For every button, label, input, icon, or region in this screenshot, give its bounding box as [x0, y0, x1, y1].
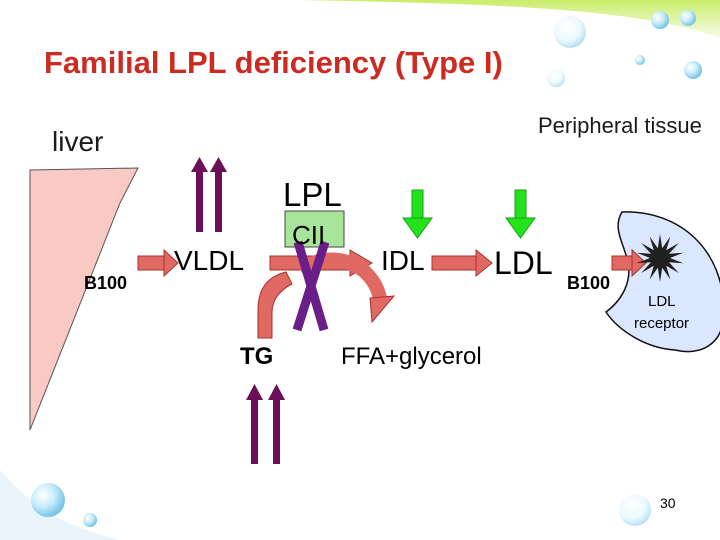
idl-to-ldl-arrow	[431, 248, 493, 278]
b100-liver-label: B100	[84, 273, 128, 293]
liver-shape	[29, 167, 139, 431]
water-drop-icon	[635, 55, 645, 65]
ldl-receptor-label-line1: LDL	[648, 293, 676, 310]
ldl-decrease-arrow-icon	[505, 189, 536, 239]
water-drop-icon	[554, 16, 586, 48]
page-number: 30	[660, 495, 676, 511]
vldl-increase-arrows-icon	[191, 157, 227, 232]
water-drop-icon	[684, 61, 702, 79]
lpl-box	[284, 210, 345, 248]
block-x-icon	[292, 240, 330, 332]
cii-label: CII	[292, 220, 326, 250]
liver-label: liver	[52, 126, 104, 157]
tg-increase-arrows-icon	[246, 384, 285, 464]
water-drop-icon	[31, 483, 65, 517]
lpl-label: LPL	[283, 176, 342, 213]
slide-title: Familial LPL deficiency (Type I)	[44, 45, 503, 80]
ldl-receptor-starburst-icon	[636, 234, 684, 282]
water-drop-icon	[651, 11, 669, 29]
idl-label: IDL	[381, 245, 425, 276]
vldl-label: VLDL	[174, 245, 245, 276]
ffa-glycerol-arrowhead	[369, 295, 396, 324]
water-drop-icon	[547, 69, 565, 87]
water-drop-icon	[619, 494, 651, 526]
b100-ldl-label: B100	[567, 273, 611, 293]
water-drop-icon	[680, 10, 696, 26]
ffa-glycerol-curve-arrow	[295, 252, 387, 301]
peripheral-tissue-label: Peripheral tissue	[538, 113, 702, 138]
water-drop-icon	[83, 513, 97, 527]
tg-label: TG	[240, 343, 274, 370]
tg-branch-arrow	[257, 271, 293, 339]
idl-decrease-arrow-icon	[402, 189, 433, 239]
ldl-label: LDL	[494, 245, 553, 281]
ffa-glycerol-label: FFA+glycerol	[341, 343, 482, 370]
ldl-receptor-label-line2: receptor	[634, 315, 690, 332]
b100-liver-to-vldl-arrow	[137, 248, 179, 278]
